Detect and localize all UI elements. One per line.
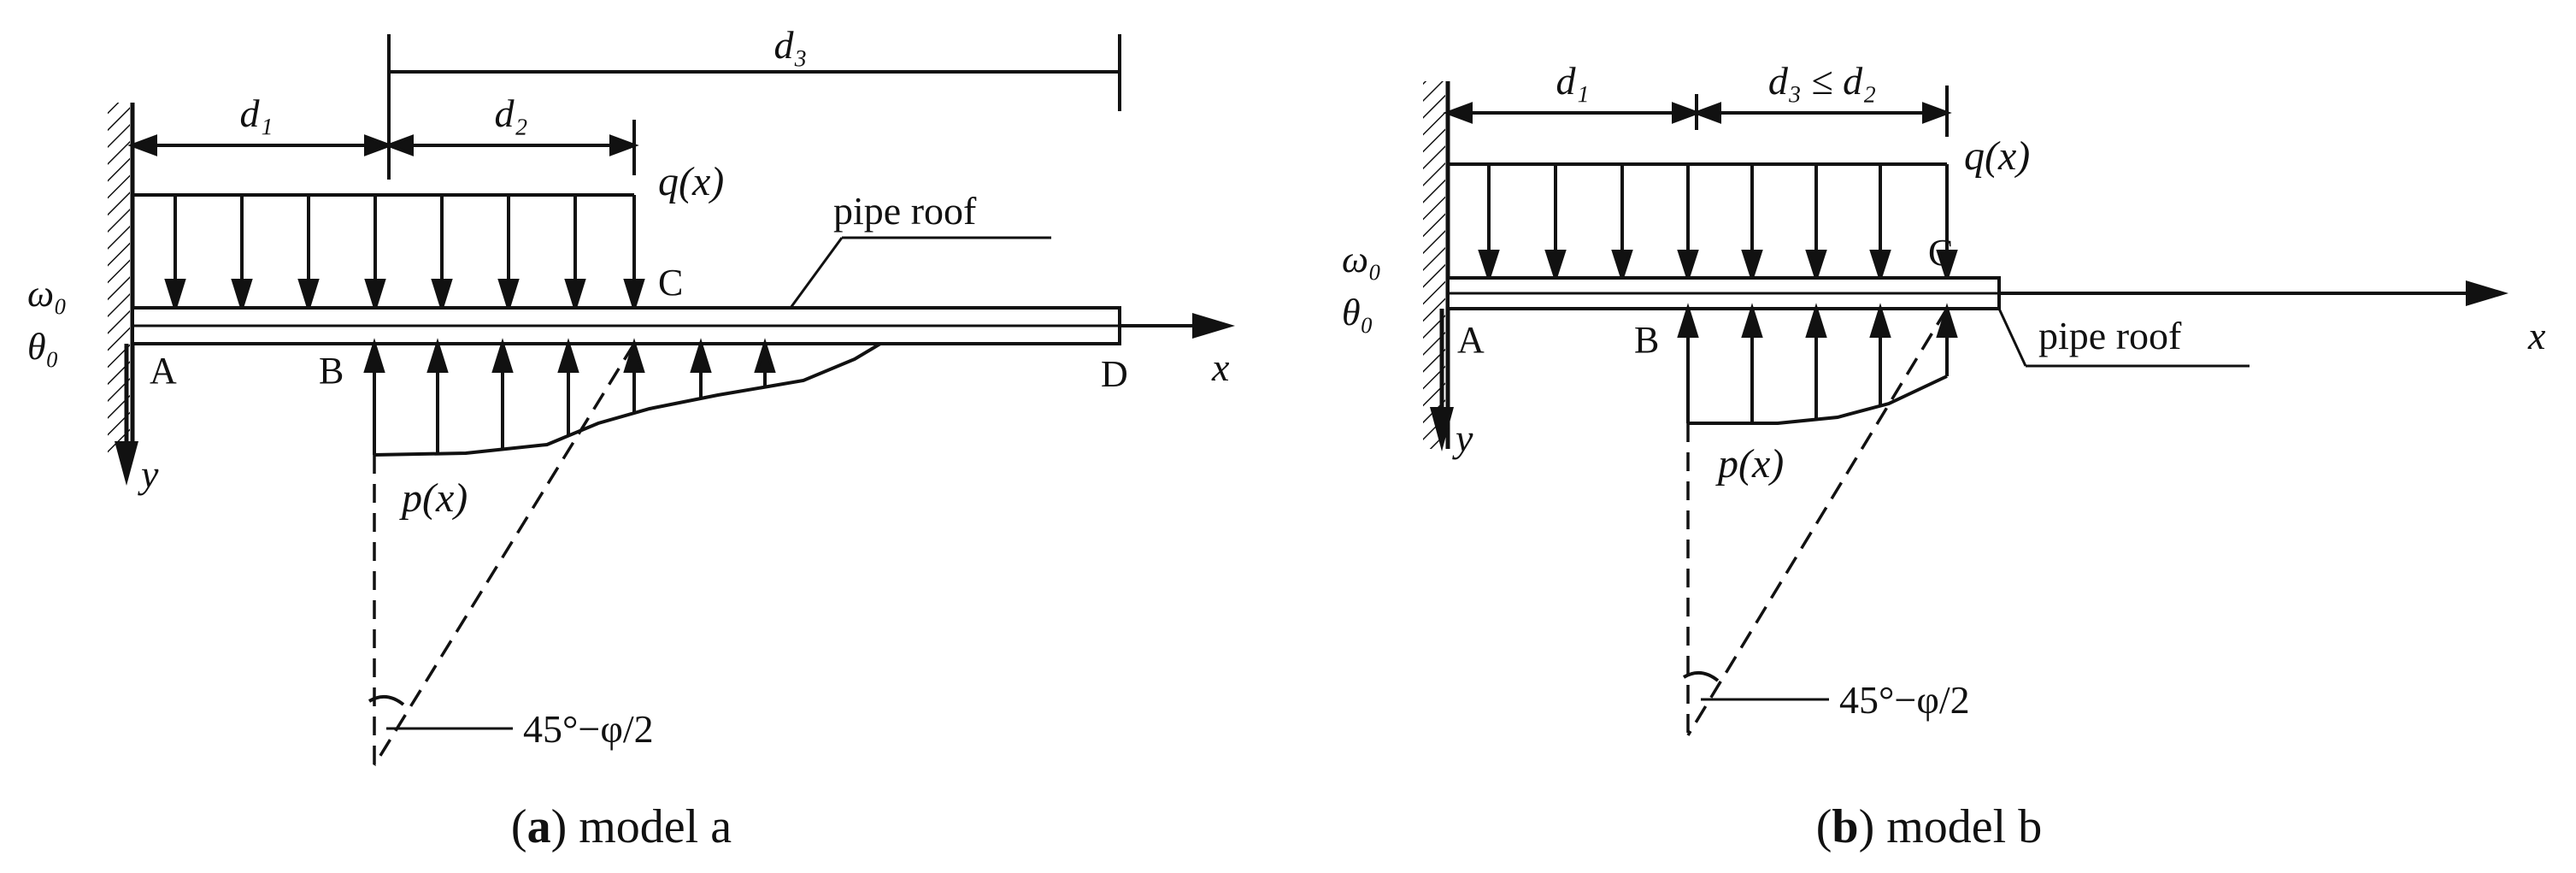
y-axis-b bbox=[1430, 309, 1454, 451]
load-arrows-q-a bbox=[164, 195, 645, 314]
angle-arc-b bbox=[1682, 670, 1720, 682]
omega0-label-b: ω₀ bbox=[1342, 239, 1381, 280]
pipe-roof-beam-b bbox=[1446, 276, 2001, 310]
point-a-label-a: A bbox=[150, 350, 177, 392]
d3-label-a: d₃ bbox=[774, 23, 808, 67]
angle-label-a: 45°−φ/2 bbox=[523, 707, 654, 751]
x-axis-b bbox=[1999, 280, 2508, 306]
point-c-label-a: C bbox=[658, 262, 683, 304]
angle-label-b: 45°−φ/2 bbox=[1839, 678, 1970, 722]
caption-text-a: model a bbox=[567, 800, 732, 853]
model-a-diagram: d₁ d₂ d₃ q(x) x bbox=[27, 23, 1235, 853]
caption-b: (b) model b bbox=[1816, 800, 2042, 853]
x-axis-label-a: x bbox=[1211, 345, 1230, 389]
caption-text-b: model b bbox=[1874, 800, 2042, 853]
d1-label-b: d₁ bbox=[1556, 59, 1590, 103]
point-b-label-b: B bbox=[1634, 319, 1659, 361]
caption-letter-b: b bbox=[1832, 800, 1858, 853]
point-b-label-a: B bbox=[319, 350, 344, 392]
d2-label-a: d₂ bbox=[495, 91, 528, 135]
q-label-b: q(x) bbox=[1964, 133, 2030, 179]
point-c-label-b: C bbox=[1928, 232, 1953, 274]
omega0-label-a: ω₀ bbox=[27, 273, 67, 315]
y-axis-label-a: y bbox=[138, 452, 159, 496]
dimension-lines-b bbox=[1443, 86, 1952, 137]
dimension-lines-a bbox=[127, 34, 1121, 180]
x-axis-a bbox=[1120, 313, 1235, 339]
point-d-label-a: D bbox=[1101, 353, 1128, 395]
theta0-label-b: θ₀ bbox=[1342, 292, 1373, 333]
distributed-load-q-b bbox=[1448, 162, 1958, 284]
y-axis-label-b: y bbox=[1452, 416, 1473, 460]
theta0-label-a: θ₀ bbox=[27, 326, 59, 368]
pipe-roof-label-b: pipe roof bbox=[2038, 314, 2182, 357]
reaction-load-p-a bbox=[363, 338, 882, 457]
pipe-roof-leader-b bbox=[1997, 308, 2027, 367]
caption-letter-a: a bbox=[527, 800, 551, 853]
pipe-roof-beam-a bbox=[131, 306, 1121, 345]
pipe-roof-leader-a bbox=[789, 237, 844, 309]
slip-lines-b bbox=[1686, 308, 1949, 736]
slip-lines-a bbox=[373, 343, 636, 766]
angle-arc-a bbox=[368, 694, 405, 706]
x-axis-label-b: x bbox=[2527, 314, 2546, 357]
point-a-label-b: A bbox=[1457, 319, 1485, 361]
d1-label-a: d₁ bbox=[240, 91, 273, 135]
model-b-diagram: d₁ d₃ ≤ d₂ q(x) x bbox=[1342, 59, 2546, 853]
p-label-a: p(x) bbox=[399, 475, 468, 521]
d3-d2-label-b: d₃ ≤ d₂ bbox=[1768, 59, 1876, 103]
p-label-b: p(x) bbox=[1715, 441, 1784, 487]
y-axis-a bbox=[115, 344, 138, 486]
caption-a: (a) model a bbox=[511, 800, 732, 853]
distributed-load-q-a bbox=[132, 193, 645, 314]
q-label-a: q(x) bbox=[658, 159, 724, 204]
pipe-roof-label-a: pipe roof bbox=[833, 189, 977, 233]
reaction-load-p-b bbox=[1677, 303, 1958, 425]
